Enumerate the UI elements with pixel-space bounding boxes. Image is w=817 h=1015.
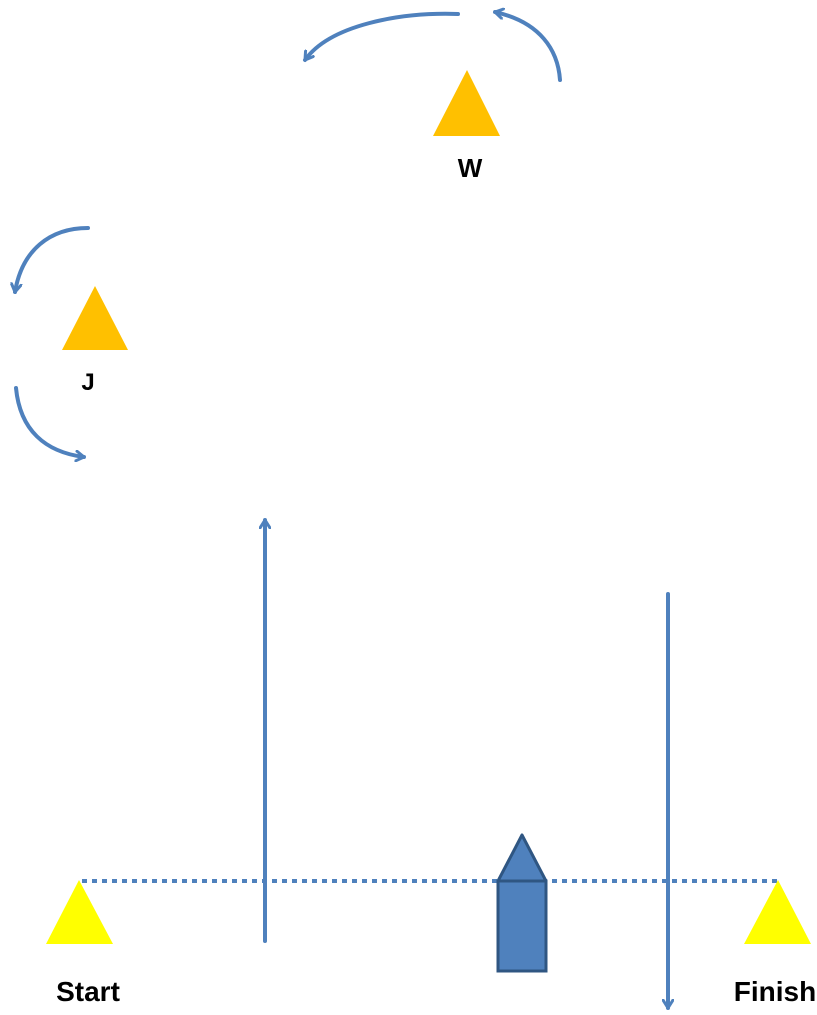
finish-mark (744, 880, 811, 944)
finish-label: Finish (734, 976, 816, 1007)
rounding-arrow-w-right (493, 12, 562, 82)
committee-boat (496, 833, 548, 973)
rounding-arrow-j-bottom (14, 386, 86, 457)
rounding-arrow-w-left (303, 11, 460, 62)
rounding-arrow-j-top (15, 226, 90, 294)
jibe-mark (62, 286, 128, 350)
start-label: Start (56, 976, 120, 1007)
windward-mark (433, 70, 500, 136)
windward-mark-label: W (458, 153, 483, 183)
jibe-mark-label: J (81, 369, 94, 396)
start-mark (46, 880, 113, 944)
